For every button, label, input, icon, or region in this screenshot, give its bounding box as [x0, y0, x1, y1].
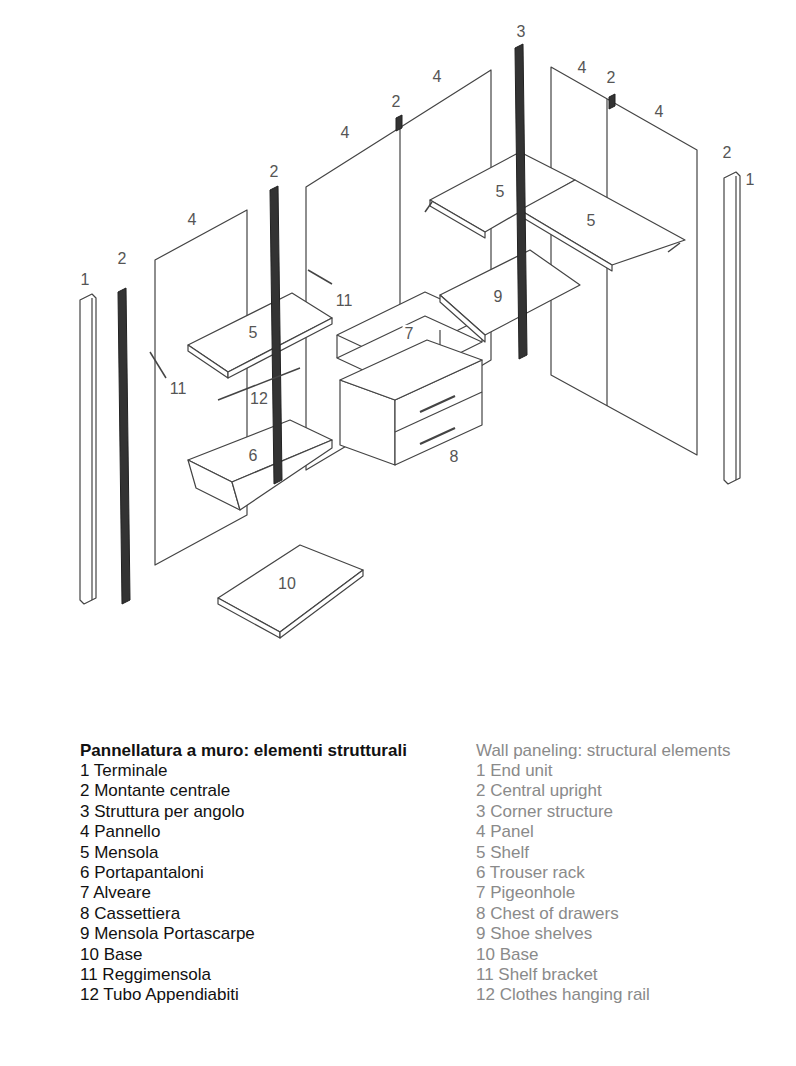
legend-item: 7 Pigeonhole: [476, 883, 575, 903]
shoe-shelf: [440, 250, 580, 335]
central-upright: [118, 288, 130, 604]
callout-number: 5: [494, 183, 507, 201]
callout-number: 4: [339, 124, 352, 142]
legend-item: 5 Mensola: [80, 843, 158, 863]
callout-number: 2: [390, 93, 403, 111]
legend-item: 7 Alveare: [80, 883, 151, 903]
central-upright: [270, 186, 282, 484]
legend-heading: Pannellatura a muro: elementi struttural…: [80, 741, 407, 761]
legend-item: 9 Mensola Portascarpe: [80, 924, 255, 944]
legend-item: 1 End unit: [476, 761, 553, 781]
callout-number: 1: [744, 171, 757, 189]
corner-structure: [515, 44, 527, 359]
callout-number: 6: [247, 447, 260, 465]
callout-number: 2: [721, 144, 734, 162]
end-unit: [724, 172, 740, 484]
legend-item: 4 Panel: [476, 822, 534, 842]
legend-item: 9 Shoe shelves: [476, 924, 592, 944]
legend-item: 1 Terminale: [80, 761, 168, 781]
callout-number: 1: [79, 271, 92, 289]
callout-number: 11: [168, 380, 189, 398]
callout-number: 7: [403, 325, 416, 343]
legend-item: 2 Montante centrale: [80, 781, 230, 801]
callout-number: 4: [431, 68, 444, 86]
shelf-bracket: [308, 270, 332, 284]
callout-number: 4: [576, 59, 589, 77]
callout-number: 10: [276, 575, 298, 593]
panel: [306, 70, 491, 470]
legend-item: 6 Trouser rack: [476, 863, 585, 883]
callout-number: 3: [515, 23, 528, 41]
callout-number: 4: [186, 211, 199, 229]
callout-number: 5: [585, 212, 598, 230]
legend-item: 10 Base: [476, 945, 538, 965]
callout-number: 9: [492, 288, 505, 306]
legend-item: 2 Central upright: [476, 781, 602, 801]
callout-number: 4: [653, 103, 666, 121]
callout-number: 2: [605, 69, 618, 87]
legend-item: 4 Pannello: [80, 822, 160, 842]
callout-number: 2: [116, 250, 129, 268]
end-unit: [80, 294, 96, 604]
callout-number: 8: [448, 448, 461, 466]
legend-item: 11 Reggimensola: [80, 965, 211, 985]
legend-item: 8 Cassettiera: [80, 904, 180, 924]
callout-number: 2: [268, 163, 281, 181]
legend-item: 3 Corner structure: [476, 802, 613, 822]
legend-item: 12 Tubo Appendiabiti: [80, 985, 239, 1005]
legend-item: 12 Clothes hanging rail: [476, 985, 650, 1005]
shelf-bracket: [150, 352, 166, 378]
legend-item: 8 Chest of drawers: [476, 904, 619, 924]
legend-item: 10 Base: [80, 945, 142, 965]
legend-item: 5 Shelf: [476, 843, 529, 863]
legend-heading: Wall paneling: structural elements: [476, 741, 731, 761]
callout-number: 12: [248, 390, 270, 408]
callout-number: 5: [247, 324, 260, 342]
panel: [155, 210, 247, 565]
legend-item: 6 Portapantaloni: [80, 863, 204, 883]
shelf: [520, 180, 685, 265]
callout-number: 11: [334, 292, 355, 310]
legend-item: 3 Struttura per angolo: [80, 802, 244, 822]
legend-item: 11 Shelf bracket: [476, 965, 598, 985]
